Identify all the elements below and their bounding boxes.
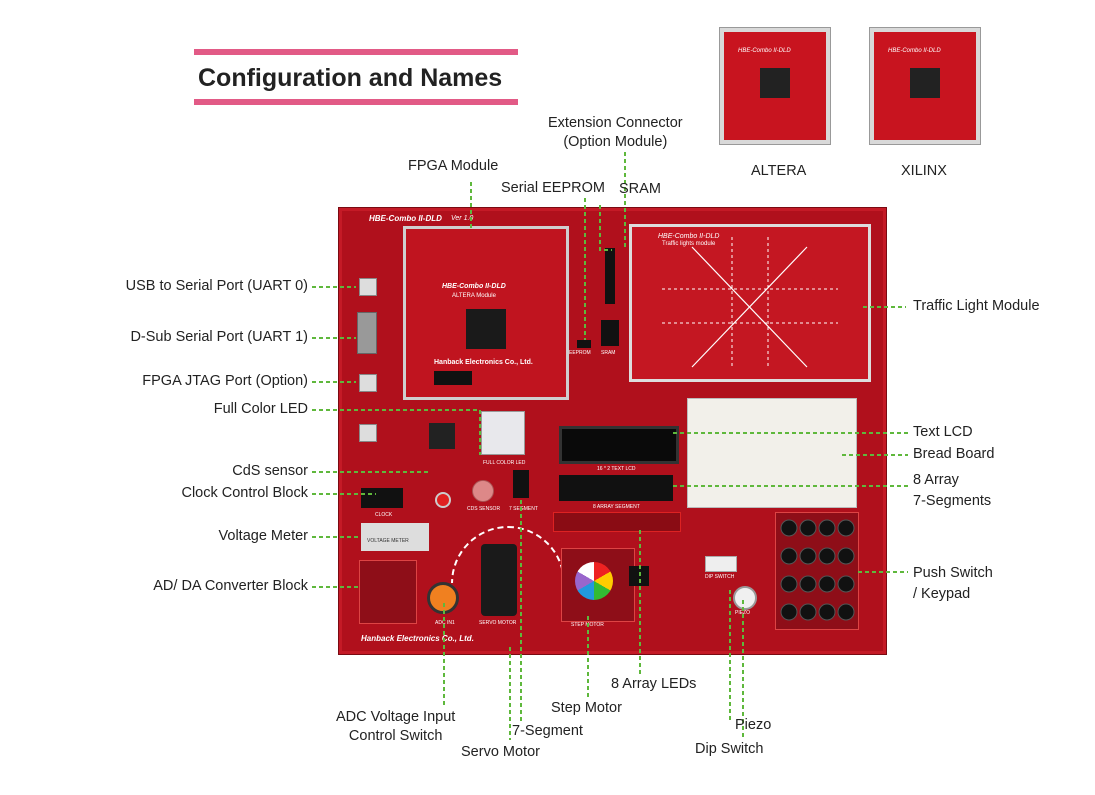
controller-chip (429, 423, 455, 449)
usb-port (359, 278, 377, 296)
seg8-text: 8 ARRAY SEGMENT (593, 504, 640, 510)
xilinx-module-title: HBE-Combo II-DLD (888, 48, 941, 54)
label-push-switch-line1: Push Switch (913, 565, 993, 581)
eight-array-segment-display (559, 475, 673, 501)
fpga-module-maker: Hanback Electronics Co., Ltd. (434, 359, 533, 366)
label-extension-connector-line1: Extension Connector (548, 115, 683, 131)
servo-text: SERVO MOTOR (479, 620, 517, 626)
title-top-bar (194, 49, 518, 55)
adc-text: ADC IN1 (435, 620, 455, 626)
xilinx-module-photo: HBE-Combo II-DLD (870, 28, 980, 144)
fpga-module-sub: ALTERA Module (452, 293, 496, 299)
label-push-switch: Push Switch / Keypad (913, 563, 993, 605)
label-extension-connector-line2: (Option Module) (563, 134, 668, 150)
keypad-buttons (780, 519, 855, 621)
label-traffic-light: Traffic Light Module (913, 298, 1040, 314)
label-extension-connector: Extension Connector (Option Module) (548, 114, 683, 152)
full-color-led (481, 411, 525, 455)
dip-switch (705, 556, 737, 572)
sram-chip (601, 320, 619, 346)
label-fpga-module: FPGA Module (408, 158, 499, 174)
servo-motor (481, 544, 517, 616)
sram-text: SRAM (601, 350, 616, 356)
label-clock-control: Clock Control Block (181, 485, 308, 501)
board-title: HBE-Combo II-DLD (369, 214, 442, 223)
traffic-module-title: HBE-Combo II-DLD (658, 233, 720, 240)
full-color-led-text: FULL COLOR LED (483, 460, 526, 466)
eight-led-row (553, 512, 681, 532)
label-8-array-7seg: 8 Array 7-Segments (913, 470, 991, 512)
label-adc-line1: ADC Voltage Input (336, 709, 456, 725)
label-usb-serial: USB to Serial Port (UART 0) (125, 278, 308, 294)
dsub-port (357, 312, 377, 354)
function-generator-port (359, 424, 377, 442)
label-push-switch-line2: / Keypad (913, 586, 971, 602)
label-8-array-7seg-line2: 7-Segments (913, 493, 992, 509)
keypad (775, 512, 859, 630)
label-servo-motor: Servo Motor (461, 744, 540, 760)
clock-text: CLOCK (375, 512, 393, 518)
label-serial-eeprom: Serial EEPROM (501, 180, 605, 196)
label-8-array-leds: 8 Array LEDs (611, 676, 697, 692)
page-title: Configuration and Names (198, 64, 503, 92)
voltage-text: VOLTAGE METER (367, 538, 409, 544)
label-full-color-led: Full Color LED (213, 401, 308, 417)
seven-segment-single (513, 470, 529, 498)
label-dip-switch: Dip Switch (695, 741, 764, 757)
voltage-meter (361, 523, 429, 551)
cds-text: CDS SENSOR (467, 506, 501, 512)
cds-sensor (472, 480, 494, 502)
label-adc-line2: Control Switch (348, 728, 443, 744)
traffic-module-sub: Traffic lights module (662, 241, 716, 247)
eeprom-chip (577, 340, 591, 348)
altera-label: ALTERA (751, 163, 807, 179)
dip-text: DIP SWITCH (705, 574, 735, 580)
board-version: Ver 1.0 (451, 215, 474, 222)
label-7-segment: 7-Segment (512, 723, 583, 739)
fpga-module: HBE-Combo II-DLD ALTERA Module Hanback E… (403, 226, 569, 400)
eeprom-text: EEPROM (569, 350, 591, 356)
extension-connector (605, 248, 615, 304)
altera-module-photo: HBE-Combo II-DLD (720, 28, 830, 144)
label-adc-voltage: ADC Voltage Input Control Switch (336, 708, 455, 746)
label-cds-sensor: CdS sensor (232, 463, 308, 479)
trainer-board: HBE-Combo II-DLD Ver 1.0 Hanback Electro… (338, 207, 887, 655)
step-motor-wheel (575, 562, 613, 600)
text-lcd (559, 426, 679, 464)
label-voltage-meter: Voltage Meter (218, 528, 308, 544)
altera-module-title: HBE-Combo II-DLD (738, 48, 791, 54)
fpga-chip (910, 68, 940, 98)
jtag-port (359, 374, 377, 392)
jtag-header (434, 371, 472, 385)
label-text-lcd: Text LCD (913, 424, 973, 440)
seg7-text: 7 SEGMENT (509, 506, 538, 512)
ad-da-converter (359, 560, 417, 624)
label-step-motor: Step Motor (551, 700, 622, 716)
piezo-text: PIEZO (735, 610, 751, 616)
title-bottom-bar (194, 99, 518, 105)
label-ad-da: AD/ DA Converter Block (153, 578, 308, 594)
fpga-chip (466, 309, 506, 349)
label-piezo: Piezo (735, 717, 772, 733)
crossroad-diagram (662, 237, 838, 369)
bread-board (687, 398, 857, 508)
fpga-module-title: HBE-Combo II-DLD (442, 283, 506, 290)
lcd-text: 16 * 2 TEXT LCD (597, 466, 636, 472)
label-8-array-7seg-line1: 8 Array (913, 472, 959, 488)
piezo (733, 586, 757, 610)
label-bread-board: Bread Board (913, 446, 995, 462)
traffic-light-module: HBE-Combo II-DLD Traffic lights module (629, 224, 871, 382)
label-sram: SRAM (619, 181, 661, 197)
label-fpga-jtag: FPGA JTAG Port (Option) (142, 373, 308, 389)
fpga-chip (760, 68, 790, 98)
xilinx-label: XILINX (901, 163, 947, 179)
label-dsub-serial: D-Sub Serial Port (UART 1) (130, 329, 308, 345)
clock-button (435, 492, 451, 508)
board-maker: Hanback Electronics Co., Ltd. (361, 634, 474, 643)
